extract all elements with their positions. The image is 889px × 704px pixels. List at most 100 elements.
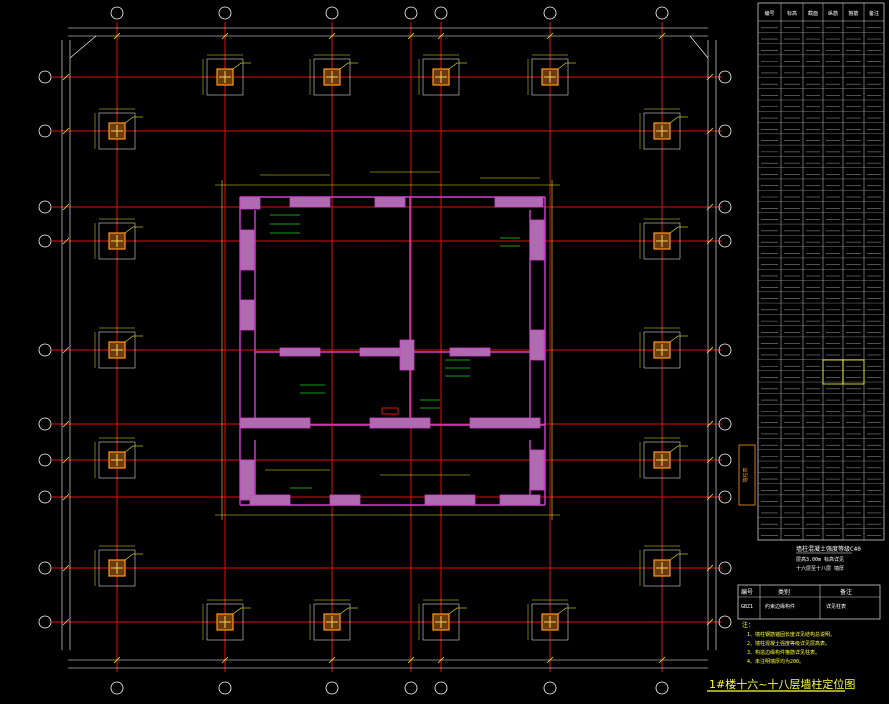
dimension-tick bbox=[706, 420, 714, 428]
column-detail-frame bbox=[313, 58, 351, 96]
dimension-tick bbox=[706, 618, 714, 626]
column-leader bbox=[124, 116, 134, 124]
note-3: 3、构造边缘构件箍筋详见柱表。 bbox=[747, 649, 820, 656]
axis-bubble bbox=[325, 6, 339, 20]
column-detail-frame bbox=[98, 331, 136, 369]
wall-pier bbox=[249, 494, 291, 506]
axis-bubble bbox=[110, 681, 124, 695]
table-footnote-3: 十六层至十八层 墙厚 bbox=[796, 565, 844, 572]
column-detail bbox=[639, 437, 688, 479]
column-detail-frame bbox=[206, 603, 244, 641]
dimension-tick bbox=[658, 656, 666, 664]
schedule-frame bbox=[757, 2, 885, 541]
notes-block: 注： 1、墙柱钢筋锚固长度详见结构总说明。 2、墙柱混凝土强度等级详见层高表。 … bbox=[742, 621, 835, 665]
schedule-header-5: 备注 bbox=[869, 10, 879, 17]
notes-heading: 注： bbox=[742, 621, 754, 629]
column-detail-frame bbox=[643, 441, 681, 479]
legend-header-c: 备注 bbox=[840, 588, 852, 596]
wall-pier bbox=[499, 494, 541, 506]
column-leader bbox=[669, 226, 679, 234]
axis-bubble bbox=[655, 681, 669, 695]
axis-bubble bbox=[434, 6, 448, 20]
dimension-tick bbox=[62, 346, 70, 354]
dimension-tick bbox=[658, 32, 666, 40]
column-leader bbox=[124, 335, 134, 343]
schedule-header-1: 标高 bbox=[787, 10, 797, 17]
axis-bubble bbox=[718, 200, 732, 214]
axis-bubble bbox=[718, 490, 732, 504]
dimension-tick bbox=[113, 32, 121, 40]
column-detail bbox=[94, 545, 143, 587]
axis-bubble bbox=[38, 453, 52, 467]
column-leader bbox=[557, 62, 567, 70]
axis-bubble bbox=[543, 681, 557, 695]
column-leader bbox=[124, 553, 134, 561]
column-leader bbox=[669, 445, 679, 453]
column-leader bbox=[669, 553, 679, 561]
axis-bubble bbox=[218, 681, 232, 695]
column-leader bbox=[232, 607, 242, 615]
schedule-header-3: 纵筋 bbox=[828, 10, 838, 17]
column-leader bbox=[232, 62, 242, 70]
legend-row-c: 详见柱表 bbox=[826, 603, 846, 610]
wall-pier bbox=[424, 494, 476, 506]
core-red-tag bbox=[381, 407, 399, 415]
schedule-header-4: 箍筋 bbox=[848, 10, 858, 17]
legend-header-b: 类别 bbox=[778, 588, 790, 596]
dimension-tick bbox=[706, 346, 714, 354]
wall-pier bbox=[239, 229, 255, 271]
axis-bubble bbox=[38, 343, 52, 357]
wall-pier bbox=[369, 417, 431, 429]
column-detail-frame bbox=[98, 549, 136, 587]
wall-pier bbox=[239, 417, 311, 429]
wall-pier bbox=[279, 347, 321, 357]
wall-pier bbox=[359, 347, 401, 357]
dimension-tick bbox=[62, 564, 70, 572]
axis-bubble bbox=[543, 6, 557, 20]
column-detail bbox=[94, 327, 143, 369]
wall-pier bbox=[399, 339, 415, 371]
axis-bubble bbox=[38, 124, 52, 138]
column-detail bbox=[527, 54, 576, 96]
axis-labels bbox=[38, 6, 732, 695]
dimension-tick bbox=[706, 203, 714, 211]
column-detail bbox=[202, 599, 251, 641]
axis-bubble bbox=[718, 453, 732, 467]
dimension-tick bbox=[546, 32, 554, 40]
axis-bubble bbox=[218, 6, 232, 20]
column-detail bbox=[418, 599, 467, 641]
column-leader bbox=[448, 62, 458, 70]
table-footnote-1: 墙柱混凝土强度等级C40 bbox=[796, 545, 861, 553]
legend-box: 编号 类别 备注 GBZ1 约束边缘构件 详见柱表 bbox=[737, 584, 881, 620]
wall-pier bbox=[529, 329, 545, 361]
dimension-tick bbox=[706, 456, 714, 464]
column-detail-frame bbox=[98, 112, 136, 150]
drawing-title: 1#楼十六~十八层墙柱定位图 bbox=[709, 677, 855, 691]
column-detail bbox=[527, 599, 576, 641]
axis-bubble bbox=[110, 6, 124, 20]
axis-bubble bbox=[718, 343, 732, 357]
dimension-tick bbox=[113, 656, 121, 664]
column-leader bbox=[124, 445, 134, 453]
column-detail bbox=[418, 54, 467, 96]
note-2: 2、墙柱混凝土强度等级详见层高表。 bbox=[747, 640, 830, 647]
column-leader bbox=[124, 226, 134, 234]
axis-bubble bbox=[718, 417, 732, 431]
column-detail bbox=[639, 545, 688, 587]
column-detail-frame bbox=[643, 222, 681, 260]
note-1: 1、墙柱钢筋锚固长度详见结构总说明。 bbox=[747, 631, 835, 638]
dimension-tick bbox=[407, 656, 415, 664]
wall-pier bbox=[374, 196, 406, 208]
schedule-highlight bbox=[842, 359, 865, 385]
wall-pier bbox=[239, 196, 261, 210]
dimension-tick bbox=[328, 656, 336, 664]
column-leader bbox=[339, 62, 349, 70]
axis-bubble bbox=[404, 6, 418, 20]
dimension-tick bbox=[62, 493, 70, 501]
column-detail-frame bbox=[422, 58, 460, 96]
dimension-tick bbox=[706, 564, 714, 572]
wall-pier bbox=[239, 459, 255, 501]
axis-bubble bbox=[718, 561, 732, 575]
